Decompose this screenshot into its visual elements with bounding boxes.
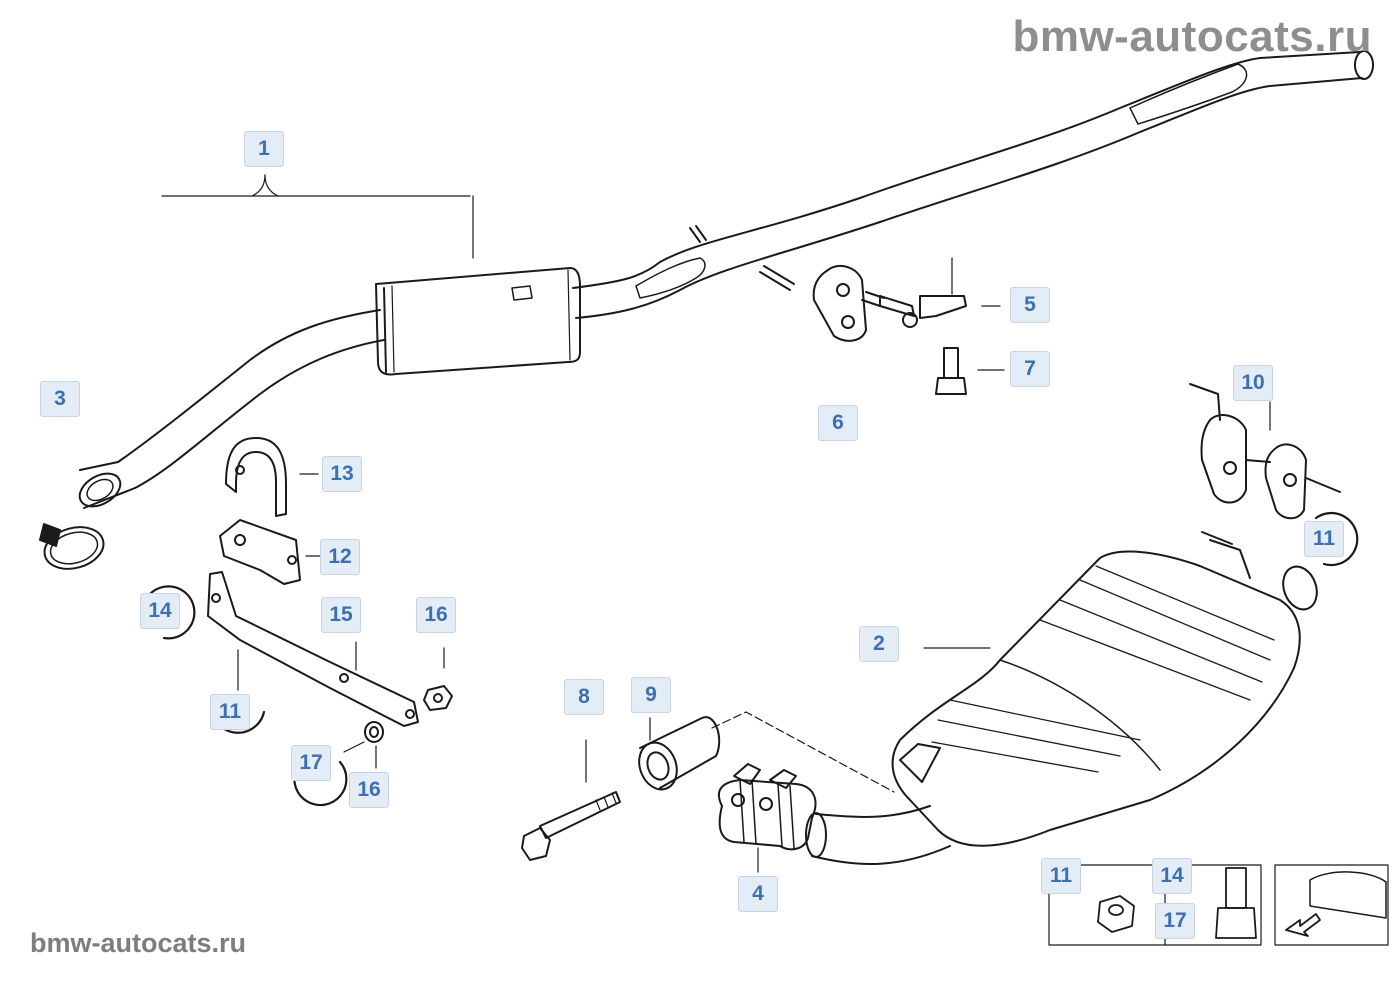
- callout-part-13[interactable]: 13: [322, 456, 362, 492]
- callout-part-11-right[interactable]: 11: [1304, 521, 1344, 557]
- callout-part-11-inset[interactable]: 11: [1041, 858, 1081, 894]
- part-15-support-bar: [207, 571, 419, 727]
- part-2-rear-muffler: [891, 531, 1318, 847]
- part-3-clamp: [39, 523, 105, 570]
- callout-part-2[interactable]: 2: [859, 626, 899, 662]
- callout-part-1[interactable]: 1: [244, 131, 284, 167]
- part-5-bracket: [879, 257, 1001, 328]
- parts-16-17-nuts: [343, 647, 453, 769]
- callout-part-11-left[interactable]: 11: [210, 694, 250, 730]
- part-1-bracket: [161, 174, 474, 259]
- part-13-clip: [225, 437, 319, 517]
- callout-part-12[interactable]: 12: [320, 539, 360, 575]
- part-12-bracket: [219, 519, 323, 585]
- fastener-inset-panel: [1048, 864, 1389, 946]
- part-8-bolt: [521, 739, 621, 861]
- watermark-top: bmw-autocats.ru: [1012, 12, 1372, 61]
- center-muffler: [375, 267, 581, 376]
- callout-part-14-left[interactable]: 14: [140, 593, 180, 629]
- part-9-sleeve: [638, 716, 721, 791]
- callout-part-15[interactable]: 15: [321, 597, 361, 633]
- callout-part-7[interactable]: 7: [1010, 351, 1050, 387]
- part-7-bolt: [935, 347, 1005, 395]
- part-6-rubber-mount: [812, 264, 885, 342]
- watermark-bottom: bmw-autocats.ru: [30, 928, 247, 958]
- front-pipe-with-center-muffler: [78, 50, 1374, 509]
- callout-part-8[interactable]: 8: [564, 679, 604, 715]
- callout-part-6[interactable]: 6: [818, 405, 858, 441]
- callout-part-17-inset[interactable]: 17: [1155, 903, 1195, 939]
- callout-part-16-top[interactable]: 16: [416, 597, 456, 633]
- callout-part-14-inset[interactable]: 14: [1152, 858, 1192, 894]
- rear-muffler-inlet-pipe: [805, 805, 951, 865]
- callout-part-16-bottom[interactable]: 16: [349, 772, 389, 808]
- part-4-clamp: [717, 763, 817, 873]
- part-10-hanger: [1189, 383, 1341, 520]
- callout-part-3[interactable]: 3: [40, 381, 80, 417]
- callout-part-9[interactable]: 9: [631, 677, 671, 713]
- callout-part-10[interactable]: 10: [1233, 365, 1273, 401]
- callout-part-4[interactable]: 4: [738, 876, 778, 912]
- callout-part-5[interactable]: 5: [1010, 287, 1050, 323]
- alignment-line: [711, 711, 895, 793]
- callout-part-17-left[interactable]: 17: [291, 745, 331, 781]
